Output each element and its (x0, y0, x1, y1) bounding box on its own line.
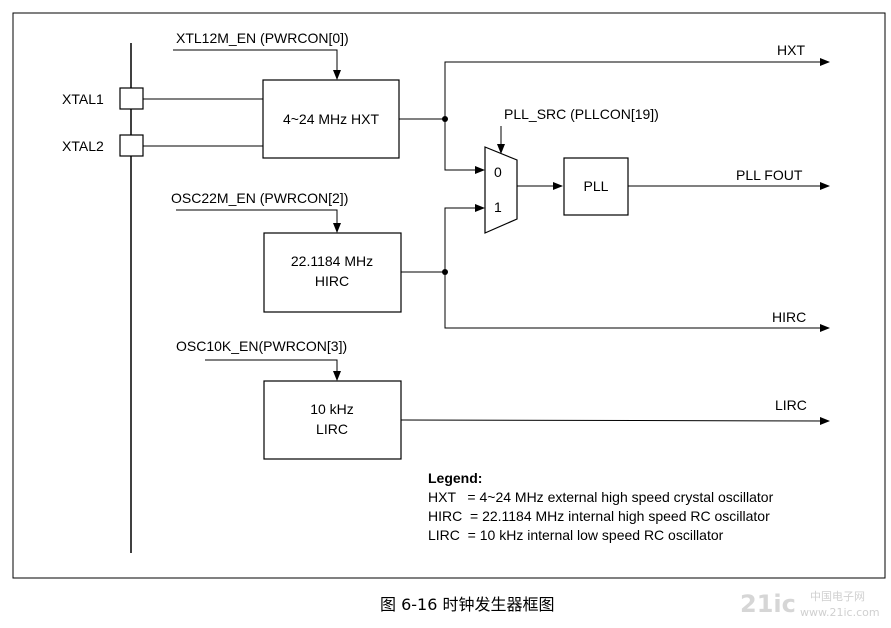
xtal2-label: XTAL2 (62, 138, 104, 154)
pll-src-mux (484, 146, 518, 234)
hirc-output-label: HIRC (772, 309, 806, 325)
legend: Legend: HXT = 4~24 MHz external high spe… (428, 470, 774, 543)
pll-fout-label: PLL FOUT (736, 167, 803, 183)
mux-input1-label: 1 (494, 199, 502, 215)
diagram-frame (12, 12, 886, 579)
xtl12m-en-label: XTL12M_EN (PWRCON[0]) (176, 30, 349, 46)
hxt-block-label: 4~24 MHz HXT (283, 111, 380, 127)
watermark-logo: 21ic 中国电子网 www.21ic.com (740, 590, 880, 619)
legend-entry-hxt: HXT = 4~24 MHz external high speed cryst… (428, 489, 774, 505)
watermark-main: 21ic (740, 590, 796, 618)
mux-in0-arrow (444, 119, 485, 174)
lirc-block-label-line2: LIRC (316, 421, 348, 437)
hxt-block (262, 79, 400, 159)
xtal1-pin (119, 87, 144, 110)
hirc-block (263, 232, 402, 313)
osc22m-en-arrow (176, 209, 341, 233)
mux-in1-arrow (444, 204, 485, 272)
figure-caption: 图 6-16 时钟发生器框图 (380, 595, 555, 614)
lirc-block (263, 380, 402, 460)
xtal1-label: XTAL1 (62, 91, 104, 107)
xtal2-pin (119, 134, 144, 157)
osc22m-en-label: OSC22M_EN (PWRCON[2]) (171, 190, 348, 206)
lirc-output-arrow (400, 416, 830, 425)
xtl12m-en-arrow (173, 49, 341, 80)
legend-title: Legend: (428, 470, 482, 486)
pll-block-label: PLL (584, 178, 609, 194)
hxt-output-arrow (444, 58, 830, 119)
watermark-side: 中国电子网 (810, 590, 865, 603)
legend-entry-lirc: LIRC = 10 kHz internal low speed RC osci… (428, 527, 724, 543)
osc10k-en-label: OSC10K_EN(PWRCON[3]) (176, 338, 347, 354)
lirc-output-label: LIRC (775, 397, 807, 413)
hxt-output-label: HXT (777, 42, 805, 58)
pll-block (563, 157, 629, 216)
osc10k-en-arrow (205, 359, 341, 381)
hirc-block-label-line2: HIRC (315, 273, 349, 289)
legend-entry-hirc: HIRC = 22.1184 MHz internal high speed R… (428, 508, 770, 524)
mux-input0-label: 0 (494, 164, 502, 180)
pll-src-label: PLL_SRC (PLLCON[19]) (504, 106, 659, 122)
watermark-url: www.21ic.com (800, 606, 880, 619)
hirc-output-arrow (444, 272, 830, 332)
hirc-block-label-line1: 22.1184 MHz (291, 253, 373, 269)
lirc-block-label-line1: 10 kHz (310, 401, 354, 417)
